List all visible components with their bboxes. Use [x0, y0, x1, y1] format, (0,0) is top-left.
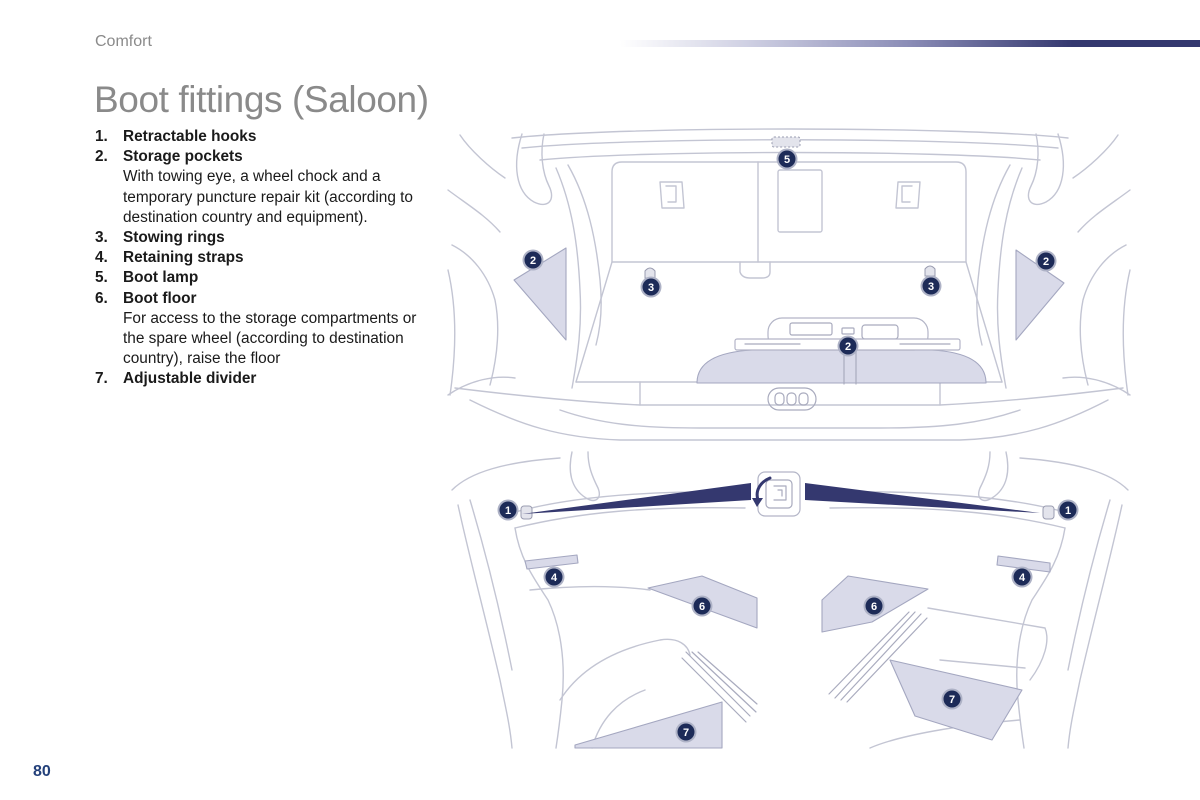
lid-hinge	[978, 451, 1009, 502]
pointer-wedge-right	[805, 483, 1040, 513]
callout-storage-pocket-right: 2	[1035, 250, 1057, 272]
rear-sill	[454, 387, 1124, 441]
retaining-strap	[996, 555, 1051, 573]
callout-number: 3	[648, 282, 654, 294]
callout-boot-lamp: 5	[776, 148, 798, 170]
item-number: 1.	[95, 128, 108, 145]
boot-rear-view-illustration: 5 2 3 3 2 2	[447, 128, 1131, 441]
item-number: 4.	[95, 249, 108, 267]
rotate-arrow-icon	[755, 476, 772, 502]
callout-number: 2	[530, 255, 536, 267]
retractable-hook-icon	[752, 471, 801, 517]
callout-number: 6	[699, 601, 705, 613]
boot-left-view-illustration: 1 4 6 7	[451, 451, 758, 749]
list-item: 4. Retaining straps	[95, 248, 435, 268]
item-body: Storage pockets With towing eye, a wheel…	[123, 147, 428, 228]
item-label: Retaining straps	[123, 249, 244, 267]
item-label: Boot floor	[123, 289, 197, 307]
stowing-rings	[644, 265, 936, 279]
list-item: 3. Stowing rings	[95, 228, 435, 248]
item-label: Boot lamp	[123, 269, 199, 287]
item-label: Storage pockets	[123, 148, 243, 166]
callout-number: 5	[784, 154, 790, 166]
callouts-bottom-left: 1 4 6 7	[497, 499, 713, 743]
callouts-bottom-right: 1 4 6 7	[863, 499, 1079, 710]
boot-side-walls	[555, 164, 1023, 389]
header-accent-bar	[620, 40, 1200, 47]
callout-retaining-strap: 4	[543, 566, 565, 588]
callout-number: 2	[1043, 256, 1049, 268]
callout-number: 4	[551, 572, 558, 584]
item-label: Stowing rings	[123, 229, 225, 247]
callouts-top: 5 2 3 3 2 2	[522, 148, 1057, 357]
callout-retractable-hook: 1	[1057, 499, 1079, 521]
ski-hatch	[777, 169, 823, 233]
retractable-hook	[520, 505, 533, 520]
list-item: 1. Retractable hooks	[95, 127, 435, 147]
compartment-bin	[927, 607, 1048, 681]
item-number: 6.	[95, 289, 108, 307]
retractable-hook	[1042, 505, 1055, 520]
callout-adjustable-divider: 7	[941, 688, 963, 710]
boot-right-view-illustration: 1 4 6 7	[821, 451, 1129, 749]
item-number: 2.	[95, 148, 108, 166]
boot-latch	[767, 387, 817, 411]
callout-number: 6	[871, 601, 877, 613]
list-item: 6. Boot floor For access to the storage …	[95, 289, 435, 370]
car-body-outline	[447, 134, 1131, 396]
list-item: 7. Adjustable divider	[95, 369, 435, 389]
hook-detail	[522, 471, 1040, 517]
retaining-strap	[524, 554, 579, 570]
callout-adjustable-divider: 7	[675, 721, 697, 743]
seat-belt-buckle	[659, 181, 685, 209]
stowing-ring	[644, 267, 656, 279]
stowing-ring	[924, 265, 936, 277]
lid-hinge	[569, 451, 600, 502]
callout-boot-floor: 6	[863, 595, 885, 617]
callout-underfloor-storage: 2	[837, 335, 859, 357]
item-number: 5.	[95, 269, 108, 287]
section-heading: Comfort	[95, 33, 152, 50]
page-title: Boot fittings (Saloon)	[94, 79, 429, 120]
callout-number: 2	[845, 341, 851, 353]
callout-stowing-ring-right: 3	[920, 275, 942, 297]
rear-seat-back	[611, 161, 967, 279]
lid-hinges	[515, 133, 1065, 206]
callout-stowing-ring-left: 3	[640, 276, 662, 298]
callout-retractable-hook: 1	[497, 499, 519, 521]
list-item: 5. Boot lamp	[95, 268, 435, 288]
callout-number: 7	[683, 727, 689, 739]
adjustable-divider	[574, 701, 723, 749]
boot-lamp	[771, 136, 801, 148]
seat-belt-buckle	[895, 181, 921, 209]
divider-rail	[828, 611, 928, 703]
boot-illustrations: 5 2 3 3 2 2	[447, 128, 1131, 749]
item-body: Boot lamp	[123, 268, 428, 288]
fittings-list: 1. Retractable hooks 2. Storage pockets …	[95, 127, 435, 390]
callout-number: 4	[1019, 572, 1026, 584]
item-description: With towing eye, a wheel chock and a tem…	[123, 168, 413, 226]
callout-number: 7	[949, 694, 955, 706]
pointer-wedge-left	[522, 483, 751, 514]
item-body: Adjustable divider	[123, 369, 428, 389]
callout-storage-pocket-left: 2	[522, 249, 544, 271]
divider-rail	[681, 651, 758, 723]
item-label: Retractable hooks	[123, 128, 257, 145]
item-body: Retractable hooks	[123, 127, 428, 147]
callout-number: 1	[1065, 505, 1071, 517]
item-number: 3.	[95, 229, 108, 247]
page-number: 80	[33, 763, 51, 780]
callout-number: 3	[928, 281, 934, 293]
underfloor-compartment	[696, 349, 987, 384]
callout-number: 1	[505, 505, 511, 517]
item-label: Adjustable divider	[123, 370, 257, 388]
item-description: For access to the storage compartments o…	[123, 309, 417, 368]
callout-boot-floor: 6	[691, 595, 713, 617]
item-body: Boot floor For access to the storage com…	[123, 289, 428, 370]
item-body: Stowing rings	[123, 228, 428, 248]
item-number: 7.	[95, 370, 108, 388]
item-body: Retaining straps	[123, 248, 428, 268]
list-item: 2. Storage pockets With towing eye, a wh…	[95, 147, 435, 228]
callout-retaining-strap: 4	[1011, 566, 1033, 588]
